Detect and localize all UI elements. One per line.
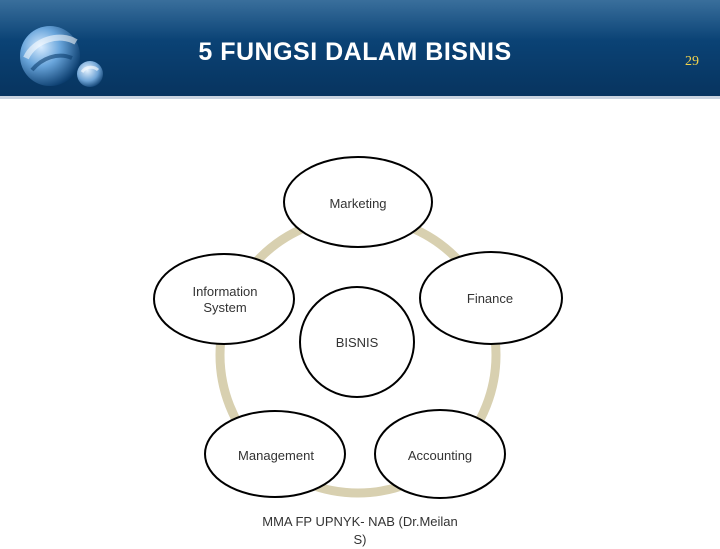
center-circle [299,286,415,398]
accounting-circle [374,409,506,499]
information-system-label-line-2: System [203,300,246,315]
node-information-system: Information System [153,253,295,345]
node-management: Management [204,410,346,498]
globe-logo-icon [20,26,103,87]
node-accounting: Accounting [374,409,506,499]
page-number: 29 [685,54,699,69]
information-system-circle [153,253,295,345]
slide-footer: MMA FP UPNYK- NAB (Dr.Meilan S) [244,513,476,549]
management-label: Management [238,448,314,463]
finance-circle [419,251,563,345]
management-circle [204,410,346,498]
node-center: BISNIS [299,286,415,398]
slide-title: 5 FUNGSI DALAM BISNIS [198,38,512,66]
slide-header: 5 FUNGSI DALAM BISNIS 29 [0,0,720,96]
node-finance: Finance [419,251,563,345]
footer-line-1: MMA FP UPNYK- NAB (Dr.Meilan [262,514,458,529]
header-divider [0,96,720,99]
node-marketing: Marketing [283,156,433,248]
center-label: BISNIS [336,335,379,350]
marketing-circle [283,156,433,248]
marketing-label: Marketing [329,196,386,211]
information-system-label-line-1: Information [192,284,257,299]
accounting-label: Accounting [408,448,472,463]
header-gloss [0,0,720,40]
finance-label: Finance [467,291,513,306]
footer-line-2: S) [353,532,367,547]
